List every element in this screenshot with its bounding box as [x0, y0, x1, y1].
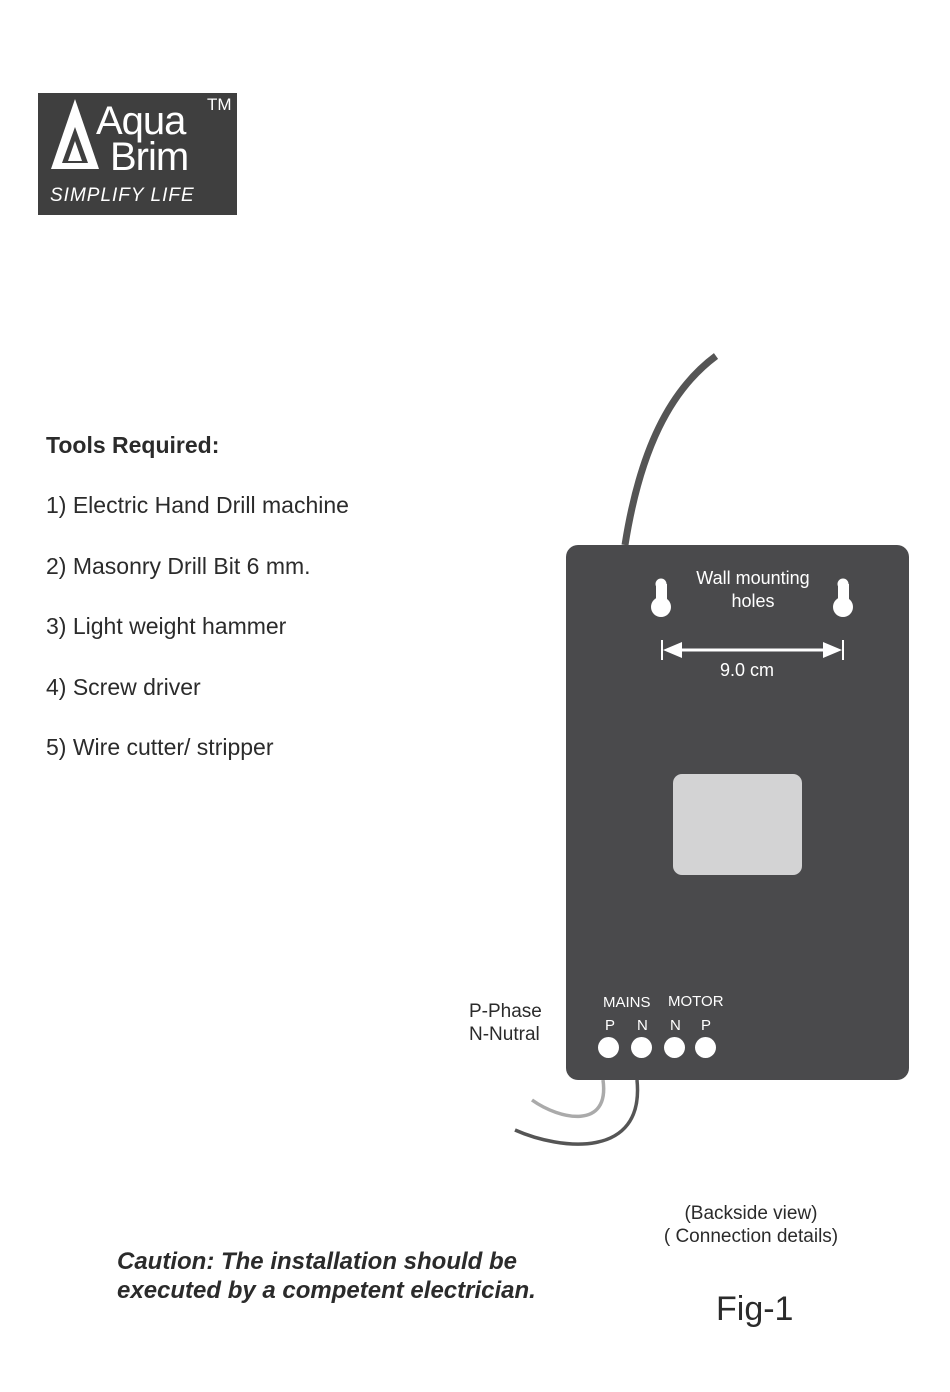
top-cable [621, 353, 719, 546]
legend-neutral: N-Nutral [469, 1024, 540, 1045]
motor-label: MOTOR [668, 993, 724, 1010]
terminal-dot [598, 1037, 619, 1058]
list-item: 4) Screw driver [46, 673, 201, 700]
terminal-dot [695, 1037, 716, 1058]
brand-logo: Aqua Brim TM SIMPLIFY LIFE [38, 93, 237, 215]
caption-line1: (Backside view) [684, 1203, 818, 1224]
terminal-label: N [670, 1017, 681, 1034]
dimension-arrow [661, 640, 844, 660]
legend-phase: P-Phase [469, 1001, 542, 1022]
terminal-label: P [605, 1017, 616, 1034]
list-item: 1) Electric Hand Drill machine [46, 492, 349, 518]
keyhole-icon [651, 578, 671, 617]
controller-device: Wall mounting holes 9.0 cm MAINS MOTOR P… [566, 545, 909, 1080]
figure-caption: (Backside view) ( Connection details) [640, 1202, 862, 1248]
brand-tagline: SIMPLIFY LIFE [50, 185, 195, 206]
terminal-dot [631, 1037, 652, 1058]
mains-label: MAINS [603, 994, 651, 1011]
list-item: 2) Masonry Drill Bit 6 mm. [46, 552, 311, 579]
terminal-label: P [701, 1017, 712, 1034]
dimension-label: 9.0 cm [719, 660, 775, 680]
keyhole-icon [833, 578, 853, 617]
tools-list: 1) Electric Hand Drill machine 2) Masonr… [46, 490, 349, 793]
mounting-holes-label: Wall mounting holes [696, 568, 810, 611]
neutral-wire [514, 1079, 640, 1146]
mounting-holes-diagram [651, 578, 853, 660]
terminal-dot [664, 1037, 685, 1058]
display-window [673, 774, 802, 875]
caution-note: Caution: The installation should be exec… [117, 1248, 536, 1304]
list-item: 3) Light weight hammer [46, 613, 287, 639]
list-item: 5) Wire cutter/ stripper [46, 734, 274, 760]
trademark: TM [207, 95, 232, 114]
phase-wire [530, 1079, 606, 1118]
brand-name-line2: Brim [110, 135, 189, 179]
figure-label: Fig-1 [716, 1290, 794, 1328]
tools-title: Tools Required: [46, 432, 220, 458]
logo-triangle-icon [51, 99, 99, 169]
brand-name-line1: Aqua [96, 99, 186, 143]
caption-line2: ( Connection details) [663, 1226, 839, 1247]
terminal-label: N [637, 1017, 648, 1034]
